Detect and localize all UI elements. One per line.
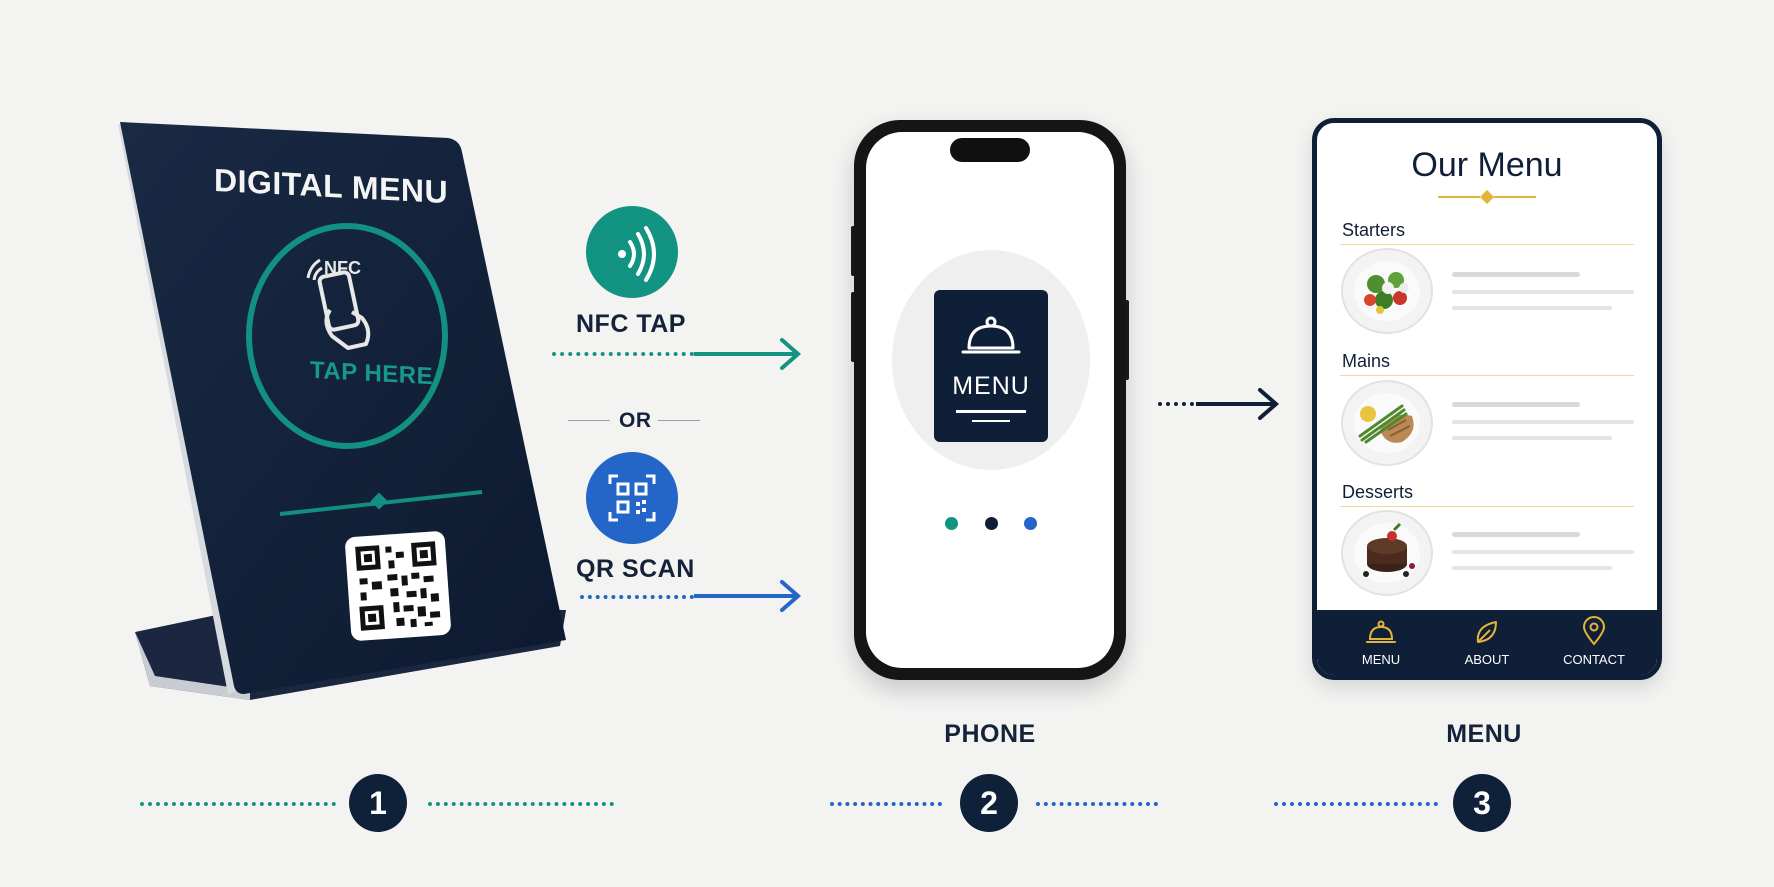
cloche-icon — [961, 316, 1021, 354]
loading-dot — [985, 517, 998, 530]
leaf-icon — [1476, 621, 1497, 643]
menu-arrow — [1196, 388, 1280, 420]
qr-code — [345, 531, 451, 641]
menu-arrow-dots — [1158, 402, 1194, 406]
placeholder-line — [1452, 402, 1580, 407]
nfc-icon — [586, 206, 678, 298]
nfc-tap-ring — [246, 223, 448, 449]
placeholder-line — [1452, 272, 1580, 277]
nfc-arrow-dots — [552, 352, 694, 356]
nav-item-about[interactable]: ABOUT — [1464, 652, 1510, 667]
loading-dot — [1024, 517, 1037, 530]
nav-item-menu[interactable]: MENU — [1361, 652, 1401, 667]
menu-caption: MENU — [1446, 720, 1522, 748]
title-ornament — [1438, 190, 1536, 204]
main-dish-image[interactable] — [1340, 380, 1434, 466]
step-dots — [1274, 802, 1438, 806]
menu-section-title: Starters — [1342, 220, 1406, 240]
phone-side-button — [851, 292, 856, 362]
step-dots — [1036, 802, 1158, 806]
qr-arrow — [694, 580, 802, 612]
qr-arrow-dots — [580, 595, 694, 599]
step-dots — [830, 802, 942, 806]
menu-app-card[interactable] — [934, 290, 1048, 442]
app-menu-underline — [972, 420, 1010, 422]
section-rule — [1340, 506, 1634, 507]
or-label: OR — [619, 409, 652, 432]
qr-icon — [586, 452, 678, 544]
placeholder-line — [1452, 566, 1612, 570]
menu-section-title: Mains — [1342, 351, 1391, 371]
or-line-left — [568, 420, 610, 421]
phone-caption: PHONE — [944, 720, 1036, 748]
step-dots — [140, 802, 336, 806]
nfc-text: NFC — [324, 258, 361, 278]
placeholder-line — [1452, 290, 1634, 294]
app-menu-label: MENU — [952, 372, 1030, 400]
section-rule — [1340, 375, 1634, 376]
placeholder-line — [1452, 436, 1612, 440]
location-pin-icon — [1582, 616, 1606, 646]
nfc-arrow — [694, 338, 802, 370]
loading-dot — [945, 517, 958, 530]
or-line-right — [658, 420, 700, 421]
step-badge-3: 3 — [1453, 774, 1511, 832]
step-badge-1: 1 — [349, 774, 407, 832]
placeholder-line — [1452, 420, 1634, 424]
stand-divider — [279, 490, 483, 516]
app-menu-underline — [956, 410, 1026, 413]
placeholder-line — [1452, 306, 1612, 310]
starter-dish-image[interactable] — [1340, 248, 1434, 334]
menu-nav-cloche-icon — [1366, 620, 1396, 643]
menu-screen-title: Our Menu — [1411, 146, 1563, 184]
phone-side-button — [851, 226, 856, 276]
dessert-dish-image[interactable] — [1340, 510, 1434, 596]
phone-tap-icon — [306, 258, 371, 350]
phone-side-button — [1124, 300, 1129, 380]
dynamic-island — [950, 138, 1030, 162]
section-rule — [1340, 244, 1634, 245]
nfc-tap-label: NFC TAP — [576, 310, 686, 338]
placeholder-line — [1452, 532, 1580, 537]
nav-item-contact[interactable]: CONTACT — [1563, 652, 1625, 667]
step-dots — [428, 802, 614, 806]
menu-stand — [118, 122, 566, 700]
step-badge-2: 2 — [960, 774, 1018, 832]
menu-section-title: Desserts — [1342, 482, 1414, 502]
qr-scan-label: QR SCAN — [576, 555, 695, 583]
placeholder-line — [1452, 550, 1634, 554]
